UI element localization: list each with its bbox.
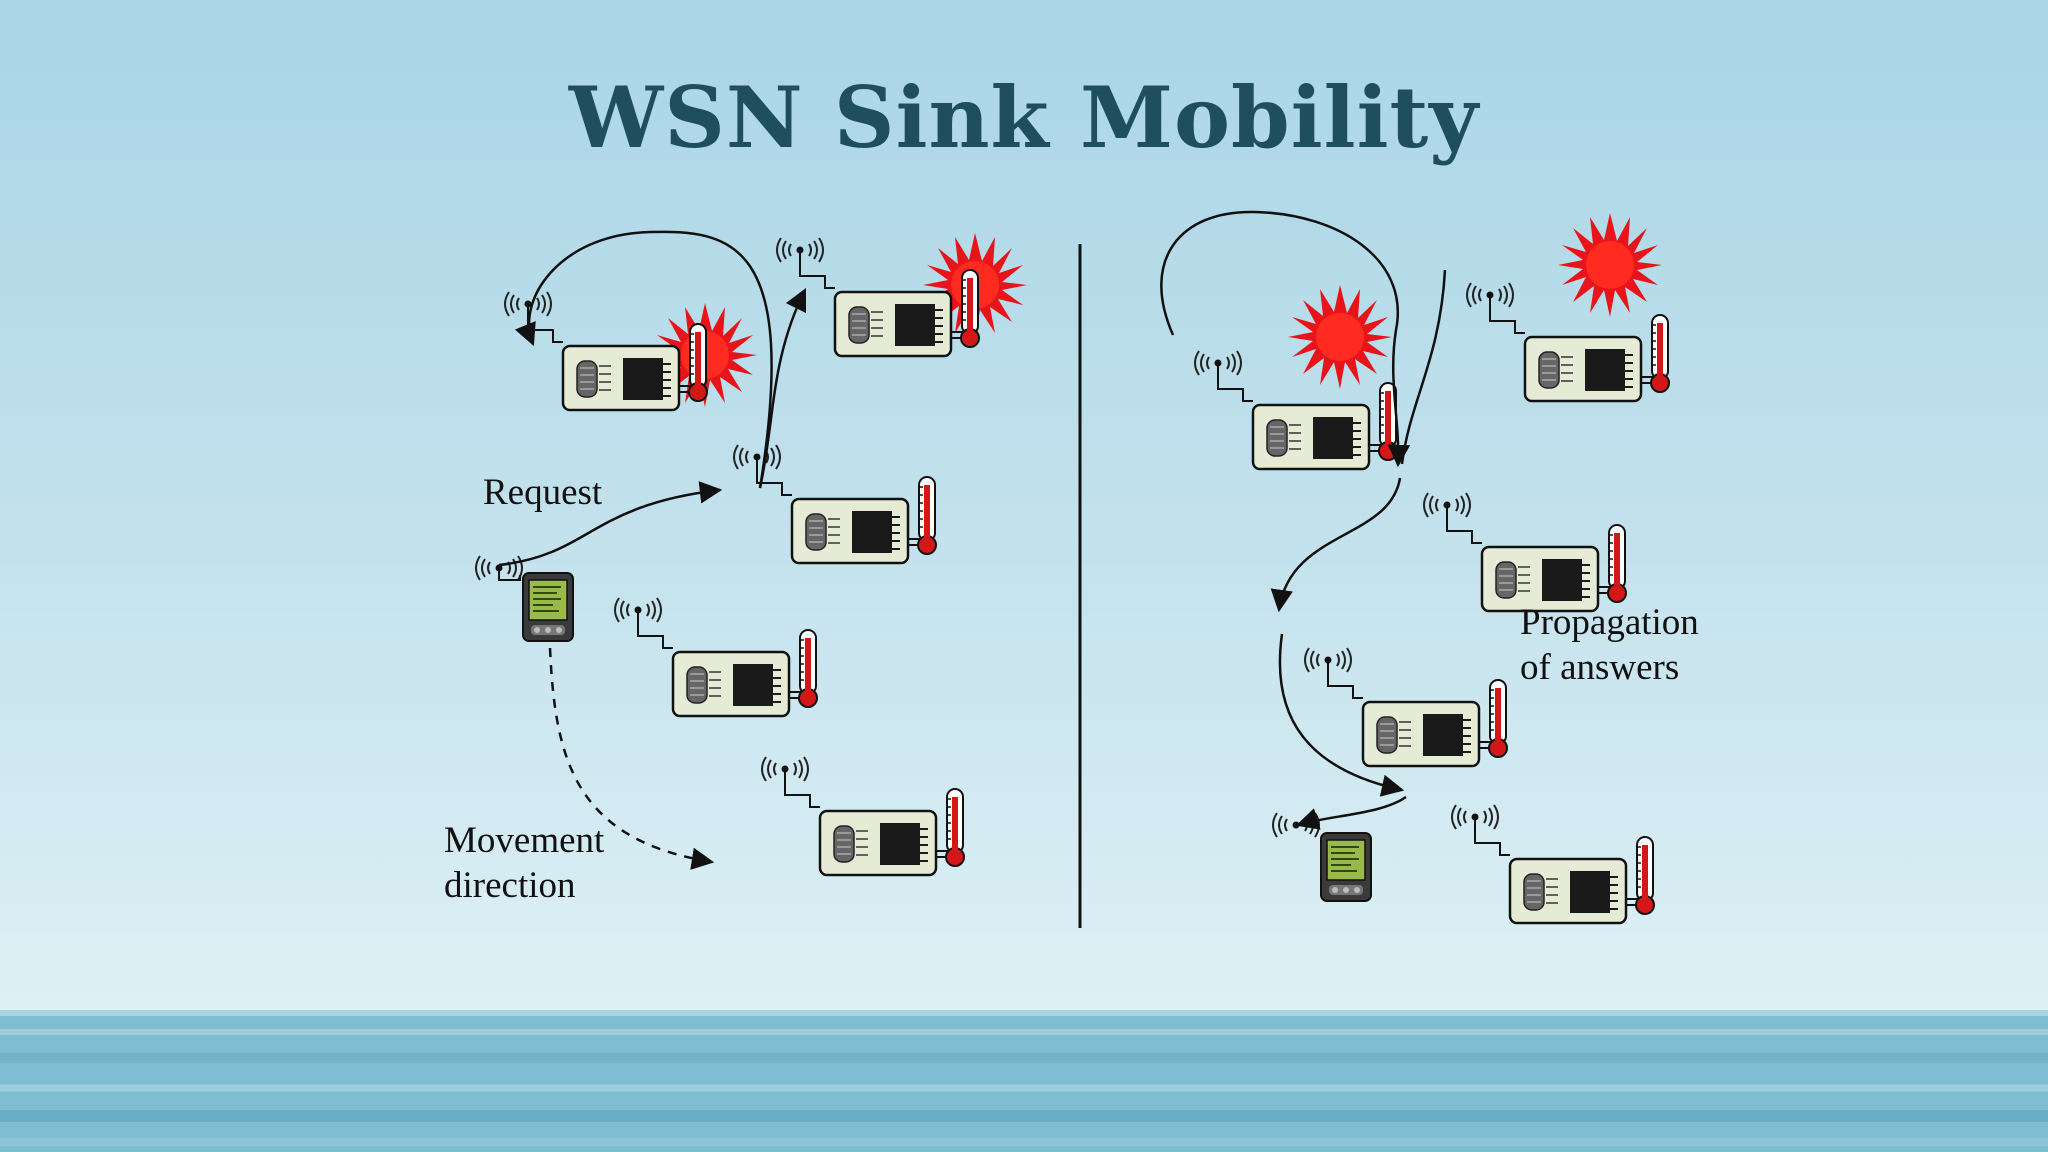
left-panel — [475, 230, 1027, 877]
sensor-node — [1422, 491, 1628, 613]
pda-sink-icon — [1320, 832, 1372, 902]
request-label: Request — [483, 472, 603, 513]
propagation-label-line1: Propagation — [1520, 602, 1699, 643]
right-panel — [1160, 210, 1671, 925]
slide-title: WSN Sink Mobility — [568, 68, 1480, 167]
sensor-node — [1193, 349, 1399, 471]
request-arrow — [498, 481, 723, 567]
sensor-node — [760, 755, 966, 877]
flood-arrow-up — [758, 287, 807, 489]
alarm-burst-icon — [1288, 285, 1392, 389]
answer-arrow-2 — [1270, 477, 1402, 613]
sensor-node — [1303, 646, 1509, 768]
sea-background — [0, 1010, 2048, 1152]
sensor-node — [1450, 803, 1656, 925]
pda-sink-icon — [522, 572, 574, 642]
movement-label-line1: Movement — [444, 820, 605, 861]
sensor-node — [775, 236, 981, 358]
movement-arrow — [548, 647, 715, 870]
answer-arrow-loop — [1160, 210, 1411, 468]
flood-arrow-loop — [514, 230, 773, 489]
answer-arrow-4 — [1295, 795, 1407, 830]
propagation-label-line2: of answers — [1520, 647, 1680, 688]
answer-arrow-3 — [1278, 633, 1405, 797]
movement-label-line2: direction — [444, 865, 576, 906]
antenna-icon — [1272, 812, 1320, 838]
sensor-node — [613, 596, 819, 718]
sensor-node — [503, 290, 709, 412]
sensor-node — [1465, 281, 1671, 403]
alarm-burst-icon — [1558, 213, 1662, 317]
answer-arrow-merge — [1400, 269, 1447, 465]
